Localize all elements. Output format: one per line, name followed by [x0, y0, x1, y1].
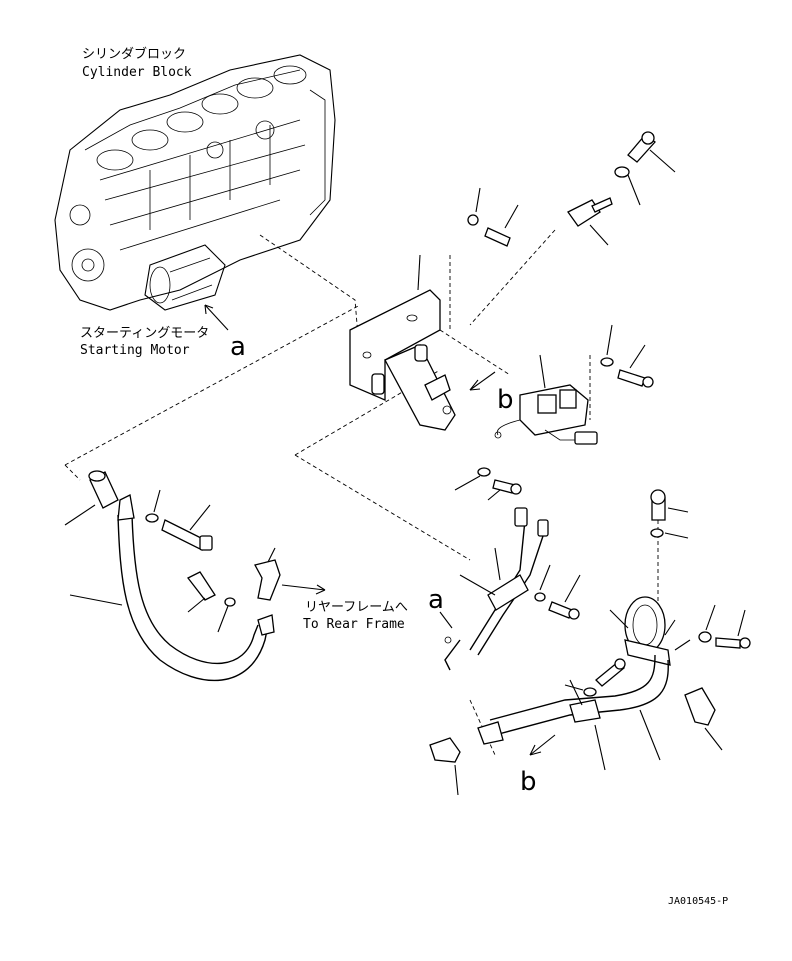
bolt-harness-right: [534, 564, 581, 620]
ref-a-label-bottom: a: [428, 585, 444, 615]
bolt-bottom-right-top: [650, 489, 689, 539]
starting-motor-label-jp: スターティングモータ: [80, 326, 209, 341]
relay-illustration: [494, 354, 598, 445]
ref-b-arrowhead-bottom: [529, 744, 542, 756]
ref-b-label-top: b: [497, 385, 514, 415]
bolt-clamp: [698, 604, 751, 649]
ring-terminal-top: [567, 197, 613, 246]
rear-frame-arrowhead: [315, 584, 326, 595]
ref-a-label-top: a: [230, 332, 246, 362]
terminal-cover-bottom-left: [429, 737, 461, 796]
ground-cable: [69, 494, 275, 682]
drawing-code: JA010545-P: [668, 896, 728, 907]
bolt-bottom-mid: [564, 658, 626, 697]
ref-b-arrow-bottom: [529, 734, 556, 756]
bolt-top-mid: [467, 187, 519, 247]
ref-b-arrow-top: [469, 371, 496, 391]
terminal-cover-bottom-right: [684, 687, 723, 751]
battery-cable-main: [477, 654, 669, 771]
battery-cable-harness: [444, 507, 549, 671]
ref-b-label-bottom: b: [520, 767, 537, 797]
rear-frame-arrow: [281, 584, 326, 591]
bracket-leader: [417, 254, 421, 291]
ref-b-arrowhead-top: [469, 379, 481, 391]
bracket-illustration: [349, 289, 456, 431]
cylinder-block-illustration: [54, 54, 336, 311]
ref-a-arrow-bottom: [439, 611, 453, 629]
rear-frame-label-en: To Rear Frame: [303, 617, 405, 632]
elbow-boot-left: [254, 547, 281, 601]
cylinder-block-label-en: Cylinder Block: [82, 65, 192, 80]
ref-a-arrow-top: [204, 304, 229, 331]
starting-motor-illustration: [144, 244, 226, 311]
bolt-left-lower: [187, 571, 236, 633]
bolt-top-right: [614, 131, 676, 206]
guide-lines: [64, 229, 659, 756]
bolt-relay-right: [600, 324, 654, 388]
bolt-mid: [454, 467, 522, 501]
cylinder-block-label-jp: シリンダブロック: [82, 46, 186, 62]
ref-a-arrowhead-top: [204, 304, 214, 315]
spacer-collar: [64, 470, 119, 526]
clamp-loop: [609, 596, 691, 666]
bolt-left: [145, 489, 213, 551]
rear-frame-label-jp: リヤーフレームへ: [305, 600, 408, 615]
starting-motor-label-en: Starting Motor: [80, 343, 190, 358]
